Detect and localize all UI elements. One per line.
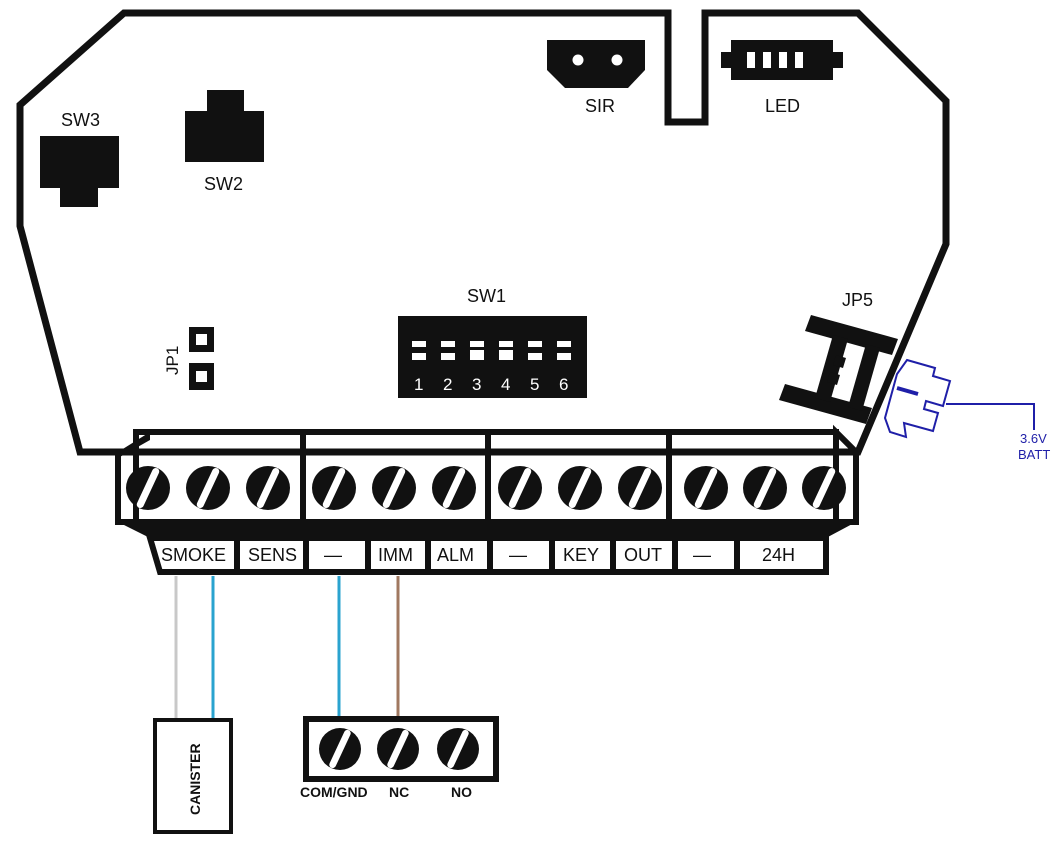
sw1-dip-switch: 1 2 3 4 5 6 (398, 316, 587, 398)
terminal-screw-12 (802, 466, 846, 510)
sir-connector (547, 40, 645, 88)
jp1-jumper (189, 327, 214, 390)
led-connector (721, 40, 843, 80)
battery-label: BATT (1018, 447, 1050, 462)
terminal-screw-6 (432, 466, 476, 510)
terminal-label-alm: ALM (437, 545, 474, 565)
canister-box (153, 718, 233, 834)
sw2-label: SW2 (204, 174, 243, 194)
dip-number-2: 2 (443, 375, 452, 394)
dip-number-4: 4 (501, 375, 510, 394)
terminal-label-gnd-3: — (693, 545, 711, 565)
sw3-label: SW3 (61, 110, 100, 130)
terminal-screw-10 (684, 466, 728, 510)
battery-voltage-label: 3.6V (1020, 431, 1047, 446)
terminal-dividers (234, 538, 740, 572)
terminal-label-gnd-2: — (509, 545, 527, 565)
terminal-screw-8 (558, 466, 602, 510)
terminal-screws (126, 466, 846, 510)
sw2-switch (185, 90, 264, 162)
pcb-outline (16, 9, 950, 456)
terminal-label-out: OUT (624, 545, 662, 565)
terminal-screw-4 (312, 466, 356, 510)
terminal-label-sens: SENS (248, 545, 297, 565)
terminal-screw-3 (246, 466, 290, 510)
relay-screw-3 (437, 728, 479, 770)
sw1-label: SW1 (467, 286, 506, 306)
terminal-label-smoke: SMOKE (161, 545, 226, 565)
jp1-label: JP1 (163, 346, 182, 375)
terminal-screw-2 (186, 466, 230, 510)
relay-screws (319, 728, 479, 770)
terminal-label-imm: IMM (378, 545, 413, 565)
relay-label-com-gnd: COM/GND (300, 784, 368, 800)
terminal-screw-1 (126, 466, 170, 510)
jp5-label: JP5 (842, 290, 873, 310)
relay-screw-2 (377, 728, 419, 770)
terminal-block (115, 424, 859, 575)
led-label: LED (765, 96, 800, 116)
dip-number-1: 1 (414, 375, 423, 394)
terminal-screw-9 (618, 466, 662, 510)
terminal-screw-5 (372, 466, 416, 510)
jp5-connector (779, 315, 898, 424)
terminal-label-key: KEY (563, 545, 599, 565)
dip-number-6: 6 (559, 375, 568, 394)
terminal-screw-7 (498, 466, 542, 510)
dip-number-5: 5 (530, 375, 539, 394)
relay-label-nc: NC (389, 784, 409, 800)
relay-label-no: NO (451, 784, 472, 800)
battery-connector (883, 358, 1035, 439)
sir-label: SIR (585, 96, 615, 116)
terminal-screw-11 (743, 466, 787, 510)
terminal-label-24h: 24H (762, 545, 795, 565)
dip-number-3: 3 (472, 375, 481, 394)
relay-screw-1 (319, 728, 361, 770)
sw3-switch (40, 136, 119, 207)
terminal-label-gnd-1: — (324, 545, 342, 565)
canister-label: CANISTER (187, 743, 203, 815)
